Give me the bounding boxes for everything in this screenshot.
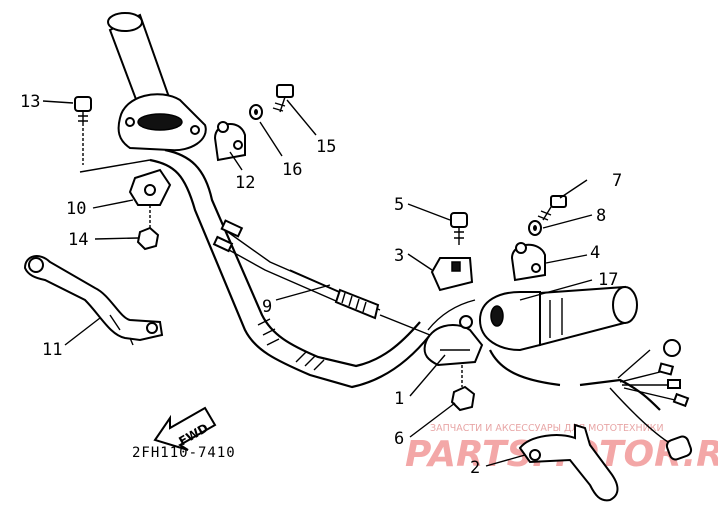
bracket-1 bbox=[423, 315, 484, 367]
callout-5: 5 bbox=[394, 195, 404, 215]
screw-15 bbox=[272, 84, 294, 113]
callout-1: 1 bbox=[394, 389, 404, 409]
callout-labels: 13 10 14 11 12 16 15 9 5 3 1 6 4 7 8 17 … bbox=[20, 92, 622, 478]
lever-11 bbox=[23, 255, 164, 346]
bolt-5 bbox=[450, 212, 468, 245]
bolt-13 bbox=[74, 96, 92, 165]
callout-7: 7 bbox=[612, 171, 622, 191]
callout-3: 3 bbox=[394, 246, 404, 266]
callout-6: 6 bbox=[394, 429, 404, 449]
callout-9: 9 bbox=[262, 297, 272, 317]
callout-14: 14 bbox=[68, 230, 88, 250]
callout-12: 12 bbox=[235, 173, 255, 193]
callout-2: 2 bbox=[470, 458, 480, 478]
switch-3 bbox=[430, 257, 474, 292]
watermark-top-text: ЗАПЧАСТИ И АКСЕССУАРЫ ДЛЯ МОТОТЕХНИКИ bbox=[430, 423, 664, 434]
callout-10: 10 bbox=[66, 199, 86, 219]
cable-9 bbox=[212, 219, 431, 336]
callout-8: 8 bbox=[596, 206, 606, 226]
screw-7 bbox=[537, 195, 567, 221]
lever-2 bbox=[518, 423, 619, 502]
left-grip bbox=[107, 12, 207, 152]
nut-6 bbox=[450, 365, 476, 412]
callout-15: 15 bbox=[316, 137, 336, 157]
callout-16: 16 bbox=[282, 160, 302, 180]
nut-14 bbox=[136, 205, 160, 251]
right-grip-17 bbox=[478, 285, 693, 461]
callout-4: 4 bbox=[590, 243, 600, 263]
handlebar bbox=[149, 148, 476, 389]
callout-11: 11 bbox=[42, 340, 62, 360]
holder-10 bbox=[79, 159, 172, 206]
clamp-12 bbox=[213, 121, 246, 162]
part-code: 2FH110-7410 bbox=[132, 445, 236, 461]
washer-16 bbox=[249, 104, 263, 120]
callout-17: 17 bbox=[598, 270, 618, 290]
leader-lines bbox=[42, 99, 593, 467]
bracket-4 bbox=[510, 242, 546, 282]
washer-8 bbox=[528, 220, 542, 236]
callout-13: 13 bbox=[20, 92, 40, 112]
forward-direction-arrow: FWD bbox=[153, 406, 217, 451]
